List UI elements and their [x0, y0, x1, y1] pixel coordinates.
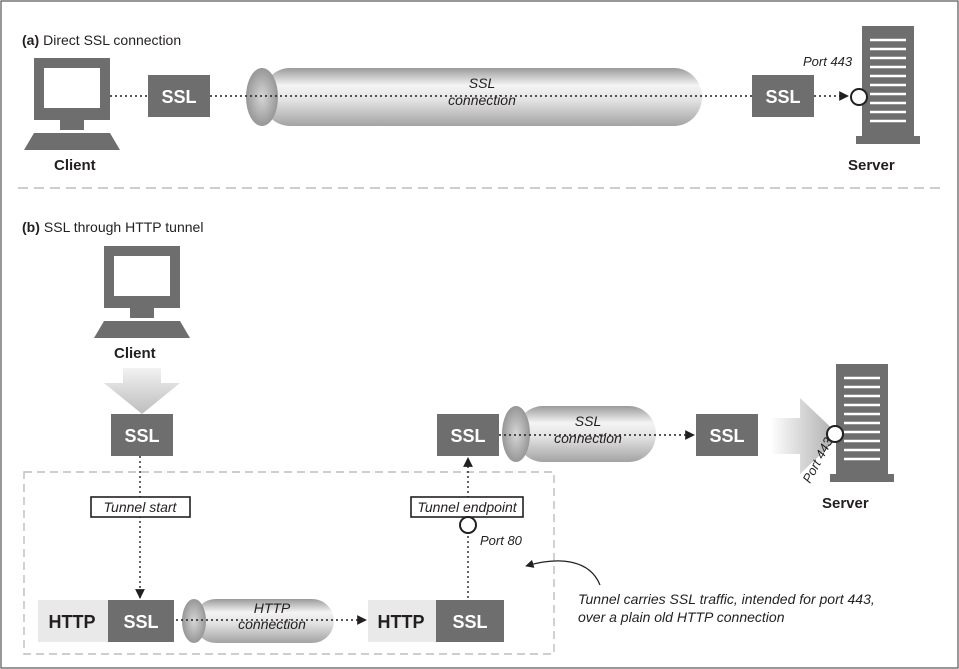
ssl-box-left-label: SSL — [123, 612, 158, 632]
ssl-connection-pipe-b — [502, 406, 656, 462]
http-pipe-label-line1: HTTP — [254, 600, 291, 616]
tunnel-start-label: Tunnel start — [104, 499, 178, 515]
ssl-box-client — [148, 75, 210, 117]
port-443-socket-b — [826, 425, 844, 443]
port-80-socket — [459, 516, 477, 534]
client-ssl-box-label: SSL — [124, 426, 159, 446]
ssl-box-server — [752, 75, 814, 117]
endpoint-ssl-box — [437, 414, 499, 456]
http-pipe-label-line2: connection — [238, 616, 306, 632]
client-ssl-box — [111, 414, 173, 456]
note-line1: Tunnel carries SSL traffic, intended for… — [578, 591, 875, 607]
client-label: Client — [54, 157, 96, 174]
port-443-socket — [850, 88, 868, 106]
endpoint-ssl-box-label: SSL — [450, 426, 485, 446]
ssl-box-left — [108, 600, 174, 642]
panel-b: (b)SSL through HTTP tunnel Client SSL Tu… — [22, 219, 894, 655]
pipe-label-line1: SSL — [469, 75, 495, 91]
server-label-b: Server — [822, 495, 869, 512]
client-computer-icon — [24, 58, 120, 150]
panel-a: (a)Direct SSL connection Client SSL SSL … — [22, 26, 920, 174]
server-icon-b — [830, 364, 894, 482]
server-ssl-box — [696, 414, 758, 456]
tunnel-start-box — [90, 496, 191, 518]
tunnel-endpoint-label: Tunnel endpoint — [417, 499, 517, 515]
panel-b-caption: (b)SSL through HTTP tunnel — [22, 219, 203, 235]
panel-a-caption: (a)Direct SSL connection — [22, 32, 181, 48]
note-pointer — [525, 559, 601, 586]
ssl-connection-pipe — [246, 68, 702, 126]
ssl-pipe-label-line2: connection — [554, 430, 622, 446]
client-down-arrow — [104, 368, 180, 414]
server-right-arrow — [770, 398, 840, 474]
ssl-box-client-label: SSL — [161, 87, 196, 107]
server-label: Server — [848, 157, 895, 174]
ssl-pipe-label-line1: SSL — [575, 413, 601, 429]
http-label-right: HTTP — [378, 612, 425, 632]
http-connection-pipe — [182, 599, 334, 643]
client-label-b: Client — [114, 345, 156, 362]
server-ssl-box-label: SSL — [709, 426, 744, 446]
tunnel-region — [23, 471, 555, 655]
client-computer-icon-b — [94, 246, 190, 338]
port-443-label: Port 443 — [803, 54, 853, 69]
port-80-label: Port 80 — [480, 533, 523, 548]
ssl-box-server-label: SSL — [765, 87, 800, 107]
ssl-box-right — [436, 600, 504, 642]
note-line2: over a plain old HTTP connection — [578, 609, 785, 625]
http-label-left: HTTP — [49, 612, 96, 632]
ssl-box-right-label: SSL — [452, 612, 487, 632]
server-icon — [856, 26, 920, 144]
pipe-label-line2: connection — [448, 92, 516, 108]
